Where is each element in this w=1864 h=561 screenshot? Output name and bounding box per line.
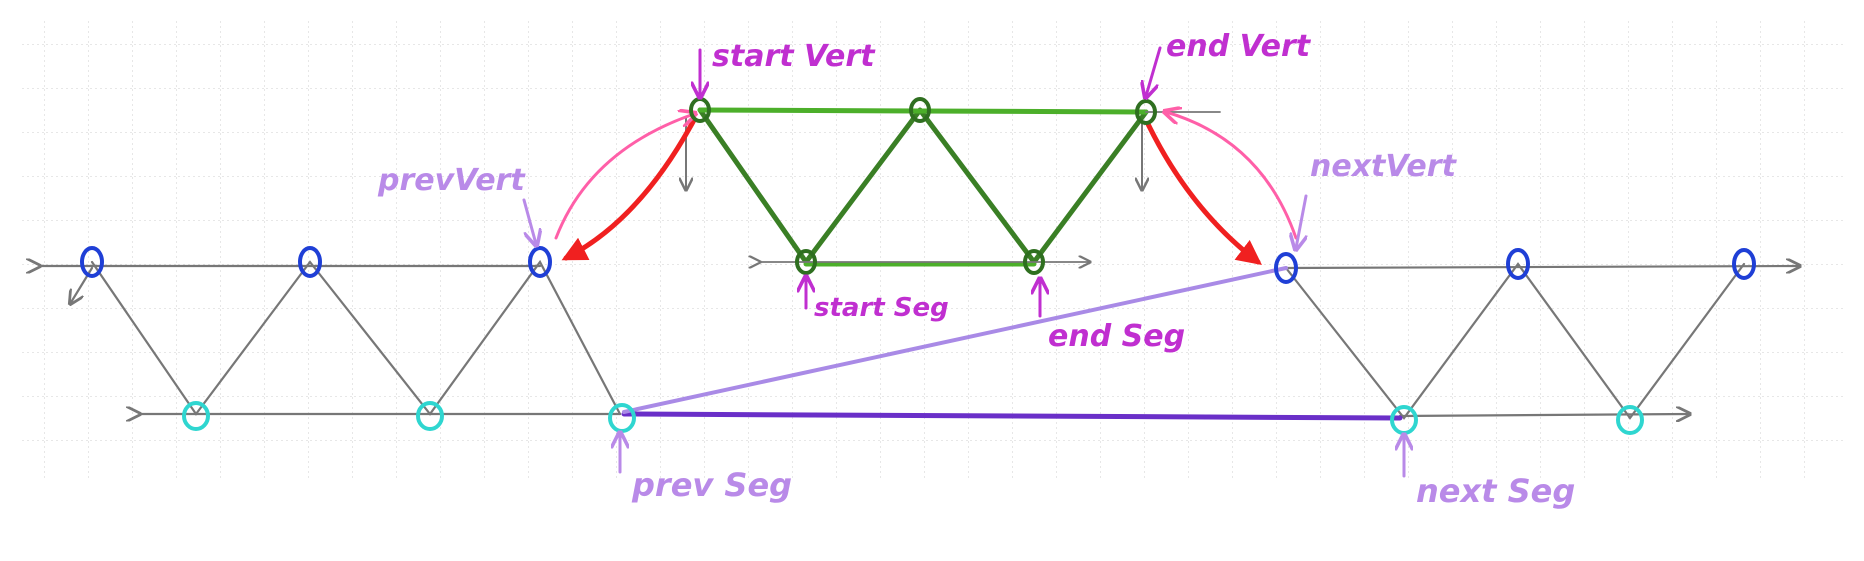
label-end-vert: end Vert bbox=[1166, 29, 1312, 64]
vertex-bottom-2 bbox=[416, 401, 444, 431]
link-prev-seg-to-next-seg bbox=[621, 411, 1403, 421]
link-prev-seg-to-next-vert bbox=[622, 266, 1288, 414]
label-end-seg: end Seg bbox=[1048, 319, 1185, 354]
upper-patch bbox=[686, 107, 1221, 264]
vertex-start-seg bbox=[795, 249, 817, 275]
label-prev-seg: prev Seg bbox=[631, 466, 792, 504]
vertex-next-vert bbox=[1274, 252, 1298, 284]
pink-arrow-prev-to-start bbox=[554, 114, 694, 240]
pointer-next-vert bbox=[1296, 194, 1306, 248]
lower-strip bbox=[40, 262, 1800, 418]
vertex-bottom-1 bbox=[182, 401, 210, 431]
pink-arrow-next-to-end bbox=[1166, 112, 1298, 240]
pointer-prev-vert bbox=[522, 198, 536, 244]
label-start-seg: start Seg bbox=[814, 293, 949, 323]
label-start-vert: start Vert bbox=[712, 39, 876, 74]
label-prev-vert: prevVert bbox=[377, 163, 526, 198]
vertex-bottom-5 bbox=[1616, 405, 1644, 435]
red-arrow-end-to-next bbox=[1145, 121, 1262, 266]
strip-top-edge-right bbox=[1284, 266, 1800, 268]
vertex-top-6 bbox=[1732, 248, 1756, 280]
grid-paper bbox=[20, 20, 1844, 480]
vertex-top-5 bbox=[1506, 248, 1530, 280]
vertex-end-seg bbox=[1023, 249, 1045, 275]
strip-zigzag-right bbox=[1284, 262, 1746, 420]
vertex-patch-top-mid bbox=[909, 97, 931, 123]
pointer-end-vert bbox=[1146, 46, 1162, 96]
patch-top-edge bbox=[697, 107, 1149, 115]
label-next-seg: next Seg bbox=[1416, 472, 1575, 510]
vertex-top-1 bbox=[80, 246, 104, 278]
label-next-vert: nextVert bbox=[1310, 149, 1458, 184]
strip-zigzag-left bbox=[90, 259, 622, 416]
vertex-top-2 bbox=[298, 246, 322, 278]
red-arrow-start-to-prev bbox=[561, 117, 697, 261]
